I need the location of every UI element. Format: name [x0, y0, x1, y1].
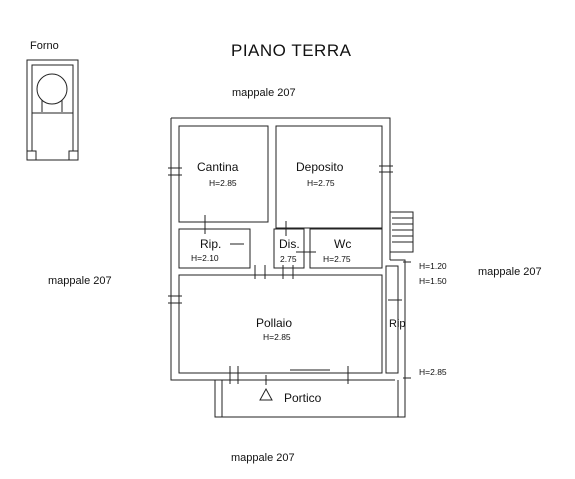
forno-label: Forno — [30, 40, 59, 52]
mappale-bottom: mappale 207 — [231, 452, 295, 464]
oven-circle — [36, 73, 68, 105]
room-rip-height: H=2.10 — [191, 253, 219, 263]
room-wc-name: Wc — [334, 237, 352, 251]
room-dis-height: 2.75 — [280, 254, 297, 264]
mappale-left: mappale 207 — [48, 275, 112, 287]
side-height-2: H=1.50 — [419, 276, 447, 286]
page-title: PIANO TERRA — [231, 41, 352, 60]
openings — [168, 165, 411, 384]
room-rip-name: Rip. — [200, 237, 222, 251]
mappale-right: mappale 207 — [478, 266, 542, 278]
mappale-top: mappale 207 — [232, 87, 296, 99]
entrance-arrow-icon — [259, 387, 273, 401]
building-walls — [170, 117, 414, 418]
room-portico-name: Portico — [284, 391, 322, 405]
room-deposito-height: H=2.75 — [307, 178, 335, 188]
room-cantina-name: Cantina — [197, 160, 239, 174]
room-pollaio-name: Pollaio — [256, 316, 293, 330]
room-cantina-height: H=2.85 — [209, 178, 237, 188]
room-pollaio-height: H=2.85 — [263, 332, 291, 342]
side-height-1: H=1.20 — [419, 261, 447, 271]
side-height-3: H=2.85 — [419, 367, 447, 377]
room-deposito-name: Deposito — [296, 160, 344, 174]
room-wc-height: H=2.75 — [323, 254, 351, 264]
room-dis-name: Dis. — [279, 237, 300, 251]
room-rip-side-name: Rip — [389, 318, 406, 330]
forno-drawing — [26, 59, 79, 161]
